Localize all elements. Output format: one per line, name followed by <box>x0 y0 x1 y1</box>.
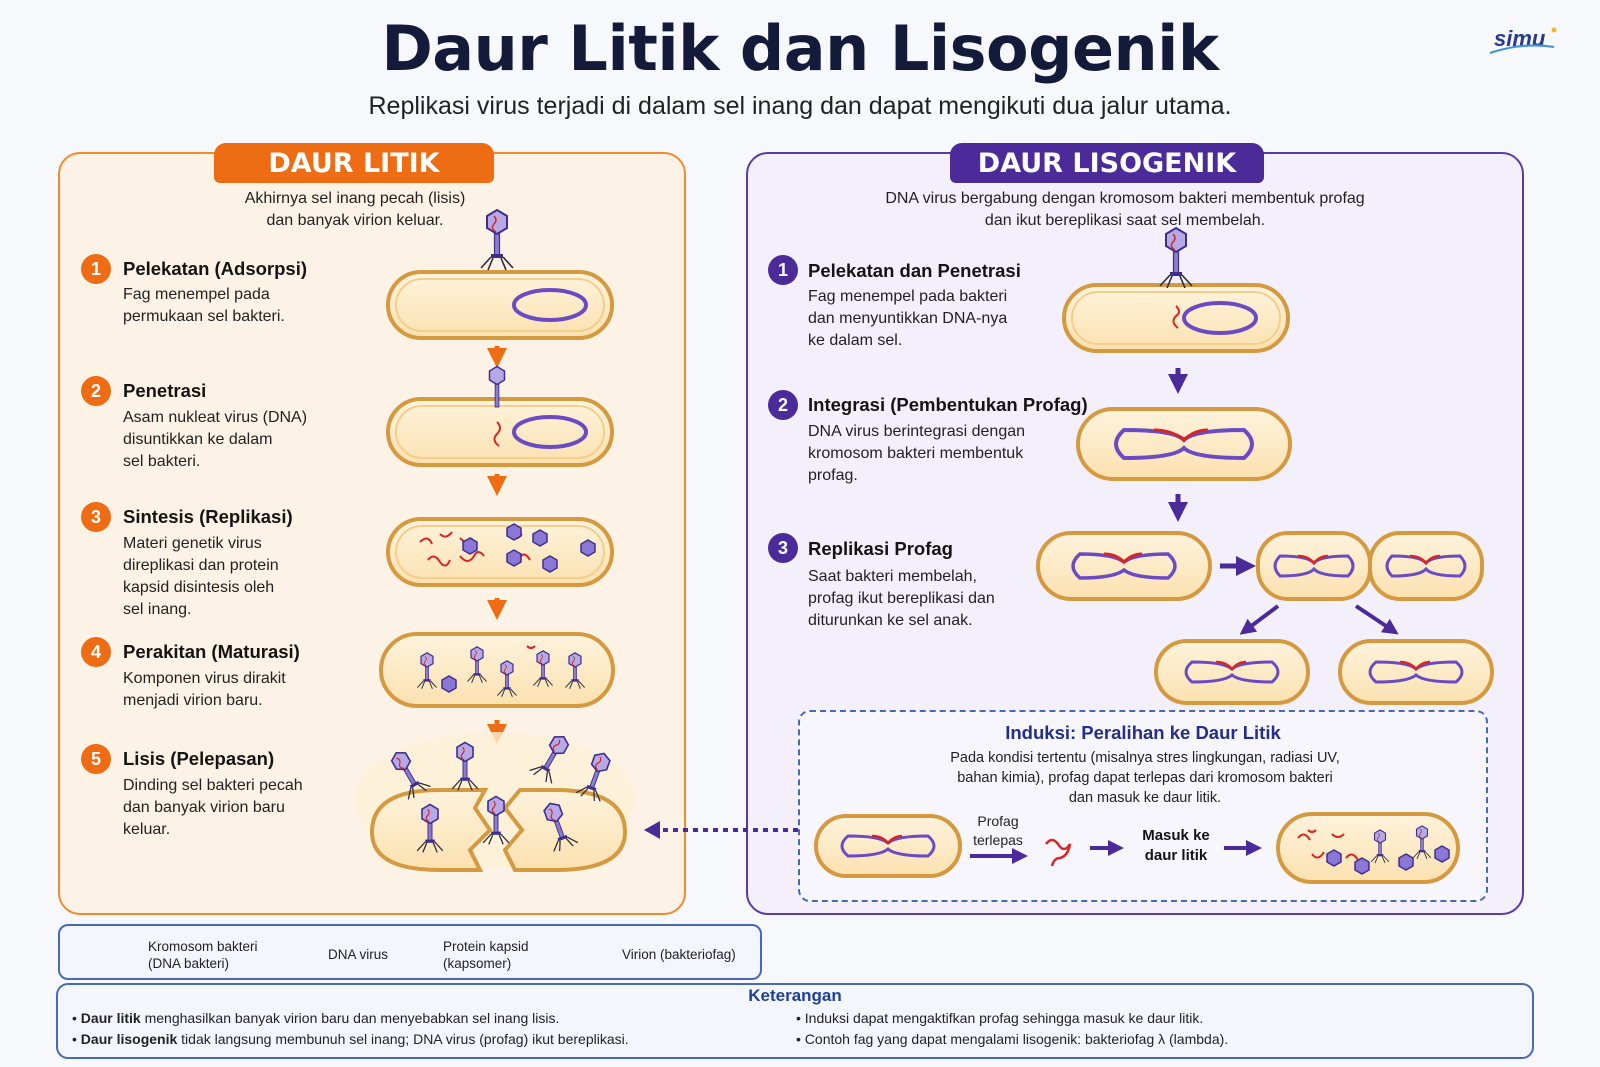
label-masuk-daur-litik: Masuk ke daur litik <box>1142 827 1210 864</box>
litik-step-4-desc: Komponen virus dirakit menjadi virion ba… <box>123 670 286 709</box>
legend-capsid-label: Protein kapsid (kapsomer) <box>443 939 529 971</box>
litik-step-4-number: 4 <box>81 637 111 667</box>
litik-step-2-title: Penetrasi <box>123 380 207 401</box>
keterangan-box <box>56 983 1534 1059</box>
keterangan-title: Keterangan <box>748 986 842 1005</box>
litik-step-3-number: 3 <box>81 502 111 532</box>
liso-step-2-title: Integrasi (Pembentukan Profag) <box>808 394 1088 415</box>
legend <box>58 924 762 980</box>
litik-badge: DAUR LITIK <box>214 143 494 183</box>
litik-step-5-desc: Dinding sel bakteri pecah dan banyak vir… <box>123 777 303 838</box>
keterangan-right-2: • Contoh fag yang dapat mengalami lisoge… <box>796 1031 1229 1047</box>
liso-step-2-number: 2 <box>768 390 798 420</box>
keterangan-left-1: • Daur litik menghasilkan banyak virion … <box>72 1010 560 1026</box>
litik-step-1-number: 1 <box>81 254 111 284</box>
liso-step-1-number: 1 <box>768 255 798 285</box>
liso-step-2-desc: DNA virus berintegrasi dengan kromosom b… <box>808 423 1026 484</box>
legend-dna-label: DNA virus <box>328 947 389 962</box>
liso-step-3-number: 3 <box>768 533 798 563</box>
page-subtitle: Replikasi virus terjadi di dalam sel ina… <box>368 92 1232 120</box>
page-title: Daur Litik dan Lisogenik <box>381 12 1219 85</box>
liso-step-1-title: Pelekatan dan Penetrasi <box>808 260 1021 281</box>
label-profag-terlepas: Profag terlepas <box>973 813 1023 848</box>
litik-step-1-title: Pelekatan (Adsorpsi) <box>123 258 308 279</box>
litik-step-2-number: 2 <box>81 376 111 406</box>
keterangan-right-1: • Induksi dapat mengaktifkan profag sehi… <box>796 1010 1204 1026</box>
litik-intro: Akhirnya sel inang pecah (lisis) dan ban… <box>244 190 466 229</box>
keterangan-left-2: • Daur lisogenik tidak langsung membunuh… <box>72 1031 629 1047</box>
litik-step-5-title: Lisis (Pelepasan) <box>123 748 275 769</box>
liso-step-3-desc: Saat bakteri membelah, profag ikut berep… <box>808 568 995 629</box>
litik-step-1-desc: Fag menempel pada permukaan sel bakteri. <box>123 286 285 325</box>
lisogenik-intro: DNA virus bergabung dengan kromosom bakt… <box>885 190 1365 229</box>
litik-step-2-desc: Asam nukleat virus (DNA) disuntikkan ke … <box>123 409 308 470</box>
litik-step-4-title: Perakitan (Maturasi) <box>123 641 300 662</box>
liso-step-3-title: Replikasi Profag <box>808 538 953 559</box>
induksi-title: Induksi: Peralihan ke Daur Litik <box>1005 722 1281 743</box>
litik-step-3-title: Sintesis (Replikasi) <box>123 506 293 527</box>
induksi-desc: Pada kondisi tertentu (misalnya stres li… <box>950 750 1340 806</box>
legend-virion-label: Virion (bakteriofag) <box>622 947 736 962</box>
litik-step-5-number: 5 <box>81 744 111 774</box>
logo-swoosh-icon <box>1489 27 1557 54</box>
liso-step-1-desc: Fag menempel pada bakteri dan menyuntikk… <box>808 288 1008 349</box>
lisogenik-badge: DAUR LISOGENIK <box>950 143 1264 183</box>
litik-step-3-desc: Materi genetik virus direplikasi dan pro… <box>123 535 279 618</box>
legend-chromosome-label: Kromosom bakteri (DNA bakteri) <box>148 939 258 971</box>
